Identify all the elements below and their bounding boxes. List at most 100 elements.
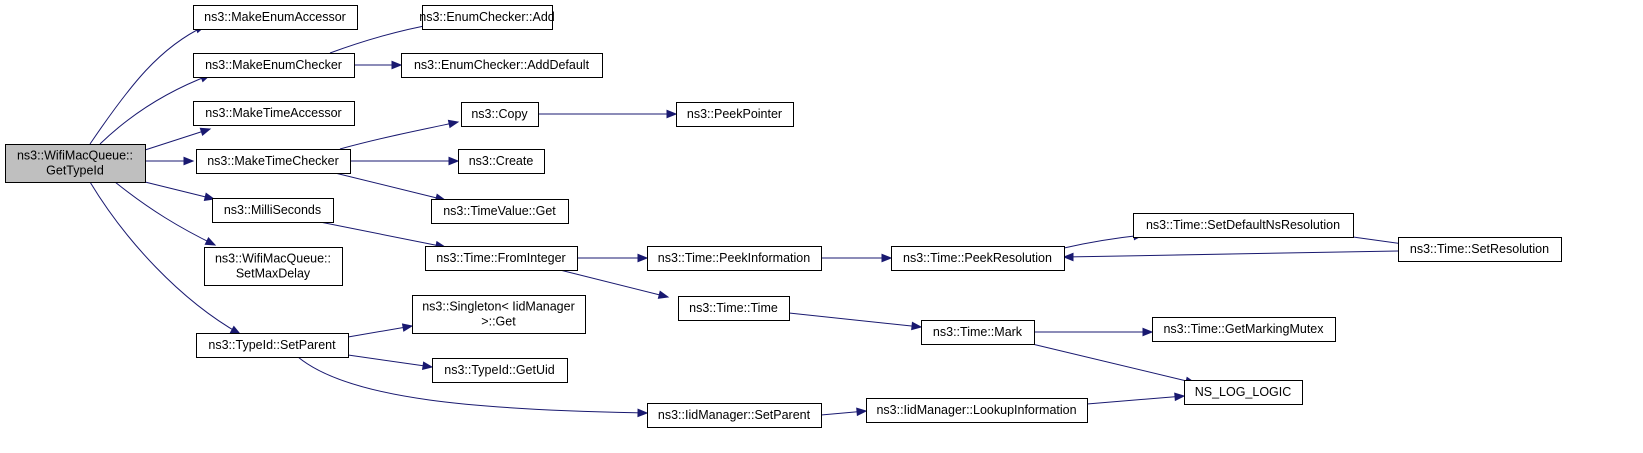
edge-root-to-make_time_accessor [144,127,212,151]
edge-line [1027,342,1196,384]
arrow-head-icon [183,156,195,166]
edge-iid_set_parent-to-iid_lookup_information [820,407,868,417]
node-box [647,403,822,428]
node-time_mark[interactable]: ns3::Time::Mark [921,320,1035,345]
edge-typeid_set_parent-to-typeid_get_uid [347,354,434,370]
arrow-head-icon [203,192,216,201]
arrow-head-icon [204,236,217,246]
node-make_time_accessor[interactable]: ns3::MakeTimeAccessor [193,101,355,126]
node-box [1133,213,1354,238]
edge-time_set_resolution-to-time_peek_resolution [1062,250,1399,262]
node-label: ns3::Singleton< IidManager [422,300,575,314]
edge-copy-to-peek_pointer [538,109,678,119]
node-make_enum_checker[interactable]: ns3::MakeEnumChecker [193,53,355,78]
node-label: ns3::Copy [471,107,528,121]
node-milliseconds[interactable]: ns3::MilliSeconds [212,198,334,223]
node-enum_checker_add_default[interactable]: ns3::EnumChecker::AddDefault [401,53,603,78]
node-label: ns3::MilliSeconds [224,203,321,217]
node-make_time_checker[interactable]: ns3::MakeTimeChecker [196,149,351,174]
node-time_get_marking_mutex[interactable]: ns3::Time::GetMarkingMutex [1152,317,1336,342]
node-box [193,5,358,30]
node-label: ns3::Time::PeekInformation [658,251,810,265]
node-box [1152,317,1336,342]
edge-root-to-set_max_delay [114,181,217,246]
node-create[interactable]: ns3::Create [458,149,545,174]
node-time_from_integer[interactable]: ns3::Time::FromInteger [425,246,578,271]
node-label: ns3::IidManager::LookupInformation [876,403,1076,417]
arrow-head-icon [1142,327,1154,337]
node-iid_set_parent[interactable]: ns3::IidManager::SetParent [647,403,822,428]
node-set_max_delay[interactable]: ns3::WifiMacQueue::SetMaxDelay [204,247,343,286]
arrow-head-icon [229,325,242,335]
edge-line [89,25,206,145]
edge-make_enum_checker-to-enum_checker_add_default [354,60,403,70]
node-box [1398,237,1562,262]
node-label: ns3::PeekPointer [687,107,782,121]
edge-line [144,181,215,200]
edge-line [347,354,433,368]
node-singleton_get[interactable]: ns3::Singleton< IidManager>::Get [412,295,586,334]
node-box [401,53,603,78]
node-root[interactable]: ns3::WifiMacQueue::GetTypeId [5,144,146,183]
node-box [425,246,578,271]
node-box [412,295,586,334]
edge-line [99,74,211,145]
node-time_time[interactable]: ns3::Time::Time [678,296,790,321]
edge-line [788,312,922,328]
node-box [193,101,355,126]
node-label: ns3::EnumChecker::Add [419,10,555,24]
edge-line [297,356,648,414]
node-box [196,149,351,174]
node-label: ns3::Time::PeekResolution [903,251,1052,265]
node-box [676,102,794,127]
arrow-head-icon [1174,392,1186,402]
node-label: ns3::WifiMacQueue:: [215,252,331,266]
node-box [5,144,146,183]
node-box [461,102,539,127]
node-label: GetTypeId [46,164,104,178]
node-box [647,246,822,271]
node-label: ns3::MakeEnumChecker [205,58,342,72]
node-label: >::Get [481,315,516,329]
node-typeid_get_uid[interactable]: ns3::TypeId::GetUid [432,358,568,383]
edge-line [1063,250,1399,258]
arrow-head-icon [637,253,649,263]
node-typeid_set_parent[interactable]: ns3::TypeId::SetParent [196,333,349,358]
node-copy[interactable]: ns3::Copy [461,102,539,127]
node-label: ns3::MakeEnumAccessor [204,10,346,24]
node-time_set_resolution[interactable]: ns3::Time::SetResolution [1398,237,1562,262]
node-box [1184,380,1303,405]
edge-line [559,269,669,298]
node-time_set_default_ns_resolution[interactable]: ns3::Time::SetDefaultNsResolution [1133,213,1354,238]
node-box [193,53,355,78]
arrow-head-icon [447,119,460,129]
edge-time_peek_information-to-time_peek_resolution [821,253,893,263]
edge-line [319,221,446,248]
node-label: SetMaxDelay [236,267,311,281]
node-box [432,358,568,383]
edge-milliseconds-to-time_from_integer [319,221,447,250]
node-label: ns3::TypeId::SetParent [208,338,336,352]
node-peek_pointer[interactable]: ns3::PeekPointer [676,102,794,127]
arrow-head-icon [391,60,403,70]
node-ns_log_logic[interactable]: NS_LOG_LOGIC [1184,380,1303,405]
edge-line [334,172,446,201]
node-label: ns3::Time::FromInteger [436,251,565,265]
node-make_enum_accessor[interactable]: ns3::MakeEnumAccessor [193,5,358,30]
node-label: ns3::TimeValue::Get [443,204,556,218]
arrow-head-icon [856,407,868,417]
node-time_peek_information[interactable]: ns3::Time::PeekInformation [647,246,822,271]
edge-time_from_integer-to-time_peek_information [577,253,649,263]
node-iid_lookup_information[interactable]: ns3::IidManager::LookupInformation [866,398,1088,423]
edge-line [1086,395,1185,405]
node-box [212,198,334,223]
edge-line [144,128,211,151]
node-enum_checker_add[interactable]: ns3::EnumChecker::Add [419,5,555,30]
node-label: ns3::WifiMacQueue:: [17,149,133,163]
arrow-head-icon [421,361,434,370]
node-time_value_get[interactable]: ns3::TimeValue::Get [431,199,569,224]
edge-line [1063,234,1144,249]
edge-typeid_set_parent-to-iid_set_parent [297,356,649,418]
edge-time_peek_resolution-to-time_set_default_ns_resolution [1063,231,1145,249]
node-time_peek_resolution[interactable]: ns3::Time::PeekResolution [891,246,1065,271]
